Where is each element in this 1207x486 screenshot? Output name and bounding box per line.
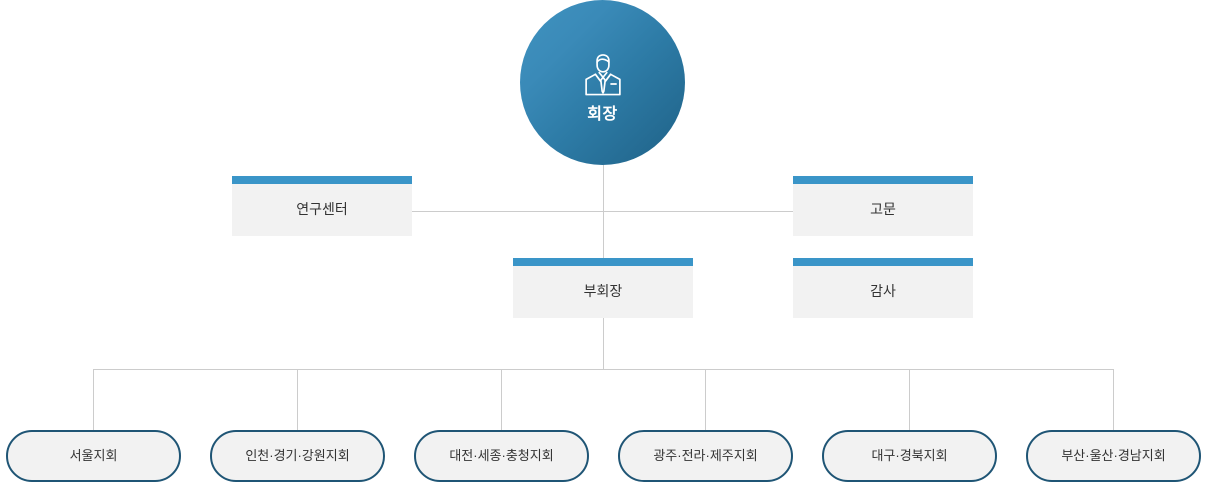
branch-incheon-gyeonggi-gangwon[interactable]: 인천·경기·강원지회 [210,430,385,482]
branch-busan-ulsan-gyeongnam-label: 부산·울산·경남지회 [1061,448,1166,463]
node-vice-chairman[interactable]: 부회장 [513,258,693,318]
connector-vice-vertical [603,318,604,370]
connector-branch-drop-busan [1113,369,1114,430]
node-research-center[interactable]: 연구센터 [232,176,412,236]
connector-branch-drop-gwangju [705,369,706,430]
connector-branch-bus [93,369,1114,370]
connector-branch-drop-daegu [909,369,910,430]
branch-gwangju-jeolla-jeju-label: 광주·전라·제주지회 [653,448,758,463]
research-center-label: 연구센터 [296,201,348,217]
branch-seoul-label: 서울지회 [69,448,118,463]
connector-chairman-vertical [603,155,604,258]
businessman-icon [584,53,621,95]
branch-daegu-gyeongbuk-label: 대구·경북지회 [871,448,948,463]
node-auditor[interactable]: 감사 [793,258,973,318]
branch-daejeon-sejong-chungcheong-label: 대전·세종·충청지회 [449,448,554,463]
branch-seoul[interactable]: 서울지회 [6,430,181,482]
advisor-label: 고문 [870,201,896,217]
branch-busan-ulsan-gyeongnam[interactable]: 부산·울산·경남지회 [1026,430,1201,482]
connector-branch-drop-seoul [93,369,94,430]
branch-incheon-gyeonggi-gangwon-label: 인천·경기·강원지회 [245,448,350,463]
vice-chairman-label: 부회장 [583,283,623,299]
connector-branch-drop-daejeon [501,369,502,430]
branch-daegu-gyeongbuk[interactable]: 대구·경북지회 [822,430,997,482]
connector-branch-drop-incheon [297,369,298,430]
branch-gwangju-jeolla-jeju[interactable]: 광주·전라·제주지회 [618,430,793,482]
chairman-label: 회장 [587,105,618,123]
connector-research-advisor-horizontal [412,211,793,212]
auditor-label: 감사 [870,283,896,299]
branch-daejeon-sejong-chungcheong[interactable]: 대전·세종·충청지회 [414,430,589,482]
node-chairman[interactable]: 회장 [520,0,685,165]
node-advisor[interactable]: 고문 [793,176,973,236]
